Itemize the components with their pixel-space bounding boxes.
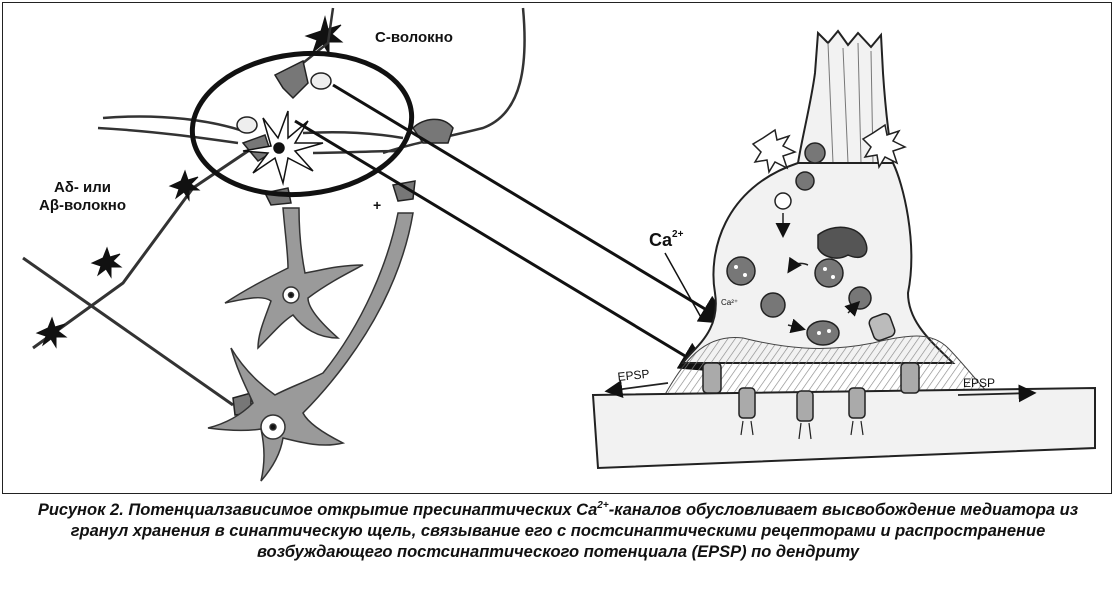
caption-superscript: 2+ (597, 500, 609, 511)
c-fiber-axon (97, 7, 526, 155)
highlight-ellipse (189, 50, 415, 198)
calcium-label-base: Ca (649, 230, 673, 250)
figure-caption: Рисунок 2. Потенциалзависимое открытие п… (30, 500, 1086, 563)
calcium-label: Ca2+ (649, 229, 683, 251)
action-potential-spark (751, 128, 797, 175)
interneuron-star (242, 110, 324, 186)
epsp-arrows (604, 380, 1037, 403)
figure-panel: + (2, 2, 1112, 494)
vesicle-dots (734, 265, 835, 335)
epsp-left-label: EPSP (617, 367, 650, 384)
calcium-label-charge: 2+ (672, 229, 684, 240)
calcium-channel (868, 312, 896, 342)
postsynaptic-receptors (702, 362, 920, 422)
a-fiber-label-line2: Аβ-волокно (39, 197, 127, 214)
postsynaptic-dendrite (591, 386, 1096, 470)
a-fiber-label: Аδ- или Аβ-волокно (39, 179, 126, 215)
caption-part2: -каналов обусловливает высвобождение мед… (70, 501, 1079, 561)
ion-flow-arrows (740, 420, 864, 440)
dorsal-horn-neuron-2 (207, 212, 414, 482)
vesicle-ca-label: Ca²⁺ (721, 298, 738, 307)
plus-sign: + (373, 197, 381, 213)
zoom-arrows (294, 83, 731, 372)
a-fiber-axons (22, 149, 249, 407)
synaptic-vesicles (726, 142, 872, 346)
axon-node-stars (35, 15, 344, 349)
c-fiber-label: С-волокно (375, 29, 453, 46)
mitochondrion (817, 226, 868, 259)
action-potential-spark-2 (861, 123, 907, 170)
vesicle-motion-arrows (775, 213, 861, 334)
epsp-right-label: EPSP (963, 376, 995, 390)
caption-part1: Рисунок 2. Потенциалзависимое открытие п… (37, 501, 598, 519)
neuron-diagram: + (22, 7, 1096, 482)
dorsal-horn-neuron-1 (224, 207, 364, 350)
a-fiber-label-line1: Аδ- или (53, 179, 112, 196)
ca-pointer-line (664, 252, 704, 322)
